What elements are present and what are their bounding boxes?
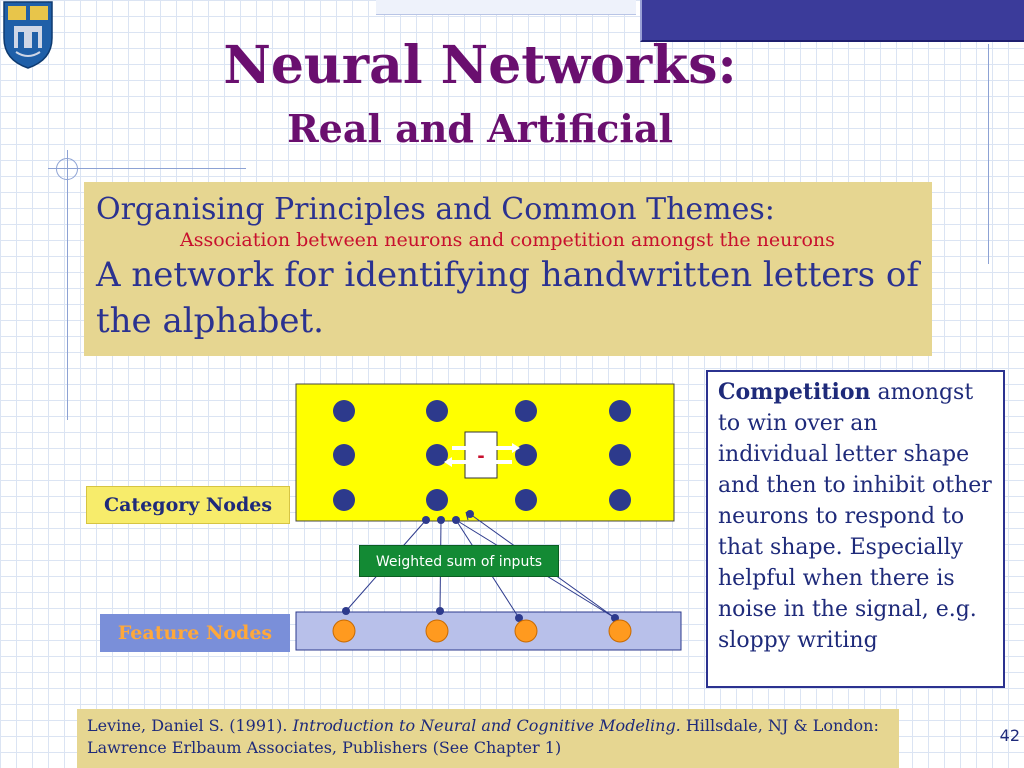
category-node bbox=[333, 400, 355, 422]
inhibition-arrowhead-right bbox=[512, 443, 520, 453]
inhibition-sign: - bbox=[477, 446, 484, 467]
category-node bbox=[426, 400, 448, 422]
competition-keyword: Competition bbox=[718, 379, 871, 405]
themes-box: Organising Principles and Common Themes:… bbox=[84, 182, 932, 356]
inhibition-arrowhead-left bbox=[444, 457, 452, 467]
category-node bbox=[609, 400, 631, 422]
category-node bbox=[333, 444, 355, 466]
themes-heading: Organising Principles and Common Themes: bbox=[96, 192, 775, 227]
output-dot bbox=[436, 607, 444, 615]
top-decorative-strip bbox=[376, 0, 636, 15]
decorative-line bbox=[67, 150, 68, 420]
feature-node bbox=[608, 619, 632, 643]
input-dot bbox=[452, 516, 460, 524]
feature-node bbox=[514, 619, 538, 643]
input-dot bbox=[422, 516, 430, 524]
inhibition-indicator: - bbox=[444, 431, 520, 479]
feature-node bbox=[425, 619, 449, 643]
inhibition-box bbox=[464, 431, 498, 479]
feature-node bbox=[332, 619, 356, 643]
category-node bbox=[515, 444, 537, 466]
category-node bbox=[609, 489, 631, 511]
category-node bbox=[515, 489, 537, 511]
category-node bbox=[426, 444, 448, 466]
page-number: 42 bbox=[999, 726, 1020, 745]
university-crest-logo bbox=[3, 1, 53, 69]
category-nodes-label: Category Nodes bbox=[86, 486, 290, 524]
category-node bbox=[426, 489, 448, 511]
decorative-circle bbox=[56, 158, 78, 180]
reference-publisher: Hillsdale, NJ & London: Lawrence Erlbaum… bbox=[87, 716, 879, 757]
feature-nodes-label: Feature Nodes bbox=[100, 614, 290, 652]
category-node-grid bbox=[333, 400, 631, 511]
reference-authors: Levine, Daniel S. (1991). bbox=[87, 716, 293, 735]
competition-text: amongst to win over an individual letter… bbox=[718, 380, 992, 653]
output-dot bbox=[515, 614, 523, 622]
reference-book-title: Introduction to Neural and Cognitive Mod… bbox=[292, 716, 681, 735]
decorative-line bbox=[48, 168, 246, 169]
category-node bbox=[515, 400, 537, 422]
feature-node-row bbox=[332, 619, 632, 643]
top-right-banner bbox=[640, 0, 1024, 42]
decorative-line bbox=[988, 44, 989, 264]
themes-main-text: A network for identifying handwritten le… bbox=[96, 255, 919, 341]
slide-title: Neural Networks: bbox=[223, 35, 737, 96]
competition-box: Competition amongst to win over an indiv… bbox=[706, 370, 1005, 688]
category-node bbox=[609, 444, 631, 466]
themes-subheading: Association between neurons and competit… bbox=[180, 229, 835, 251]
output-dot bbox=[342, 607, 350, 615]
slide-subtitle: Real and Artificial bbox=[287, 106, 673, 151]
input-dot bbox=[437, 516, 445, 524]
category-node bbox=[333, 489, 355, 511]
weighted-sum-label: Weighted sum of inputs bbox=[359, 545, 559, 577]
reference-citation: Levine, Daniel S. (1991). Introduction t… bbox=[77, 709, 899, 768]
input-dot bbox=[466, 510, 474, 518]
